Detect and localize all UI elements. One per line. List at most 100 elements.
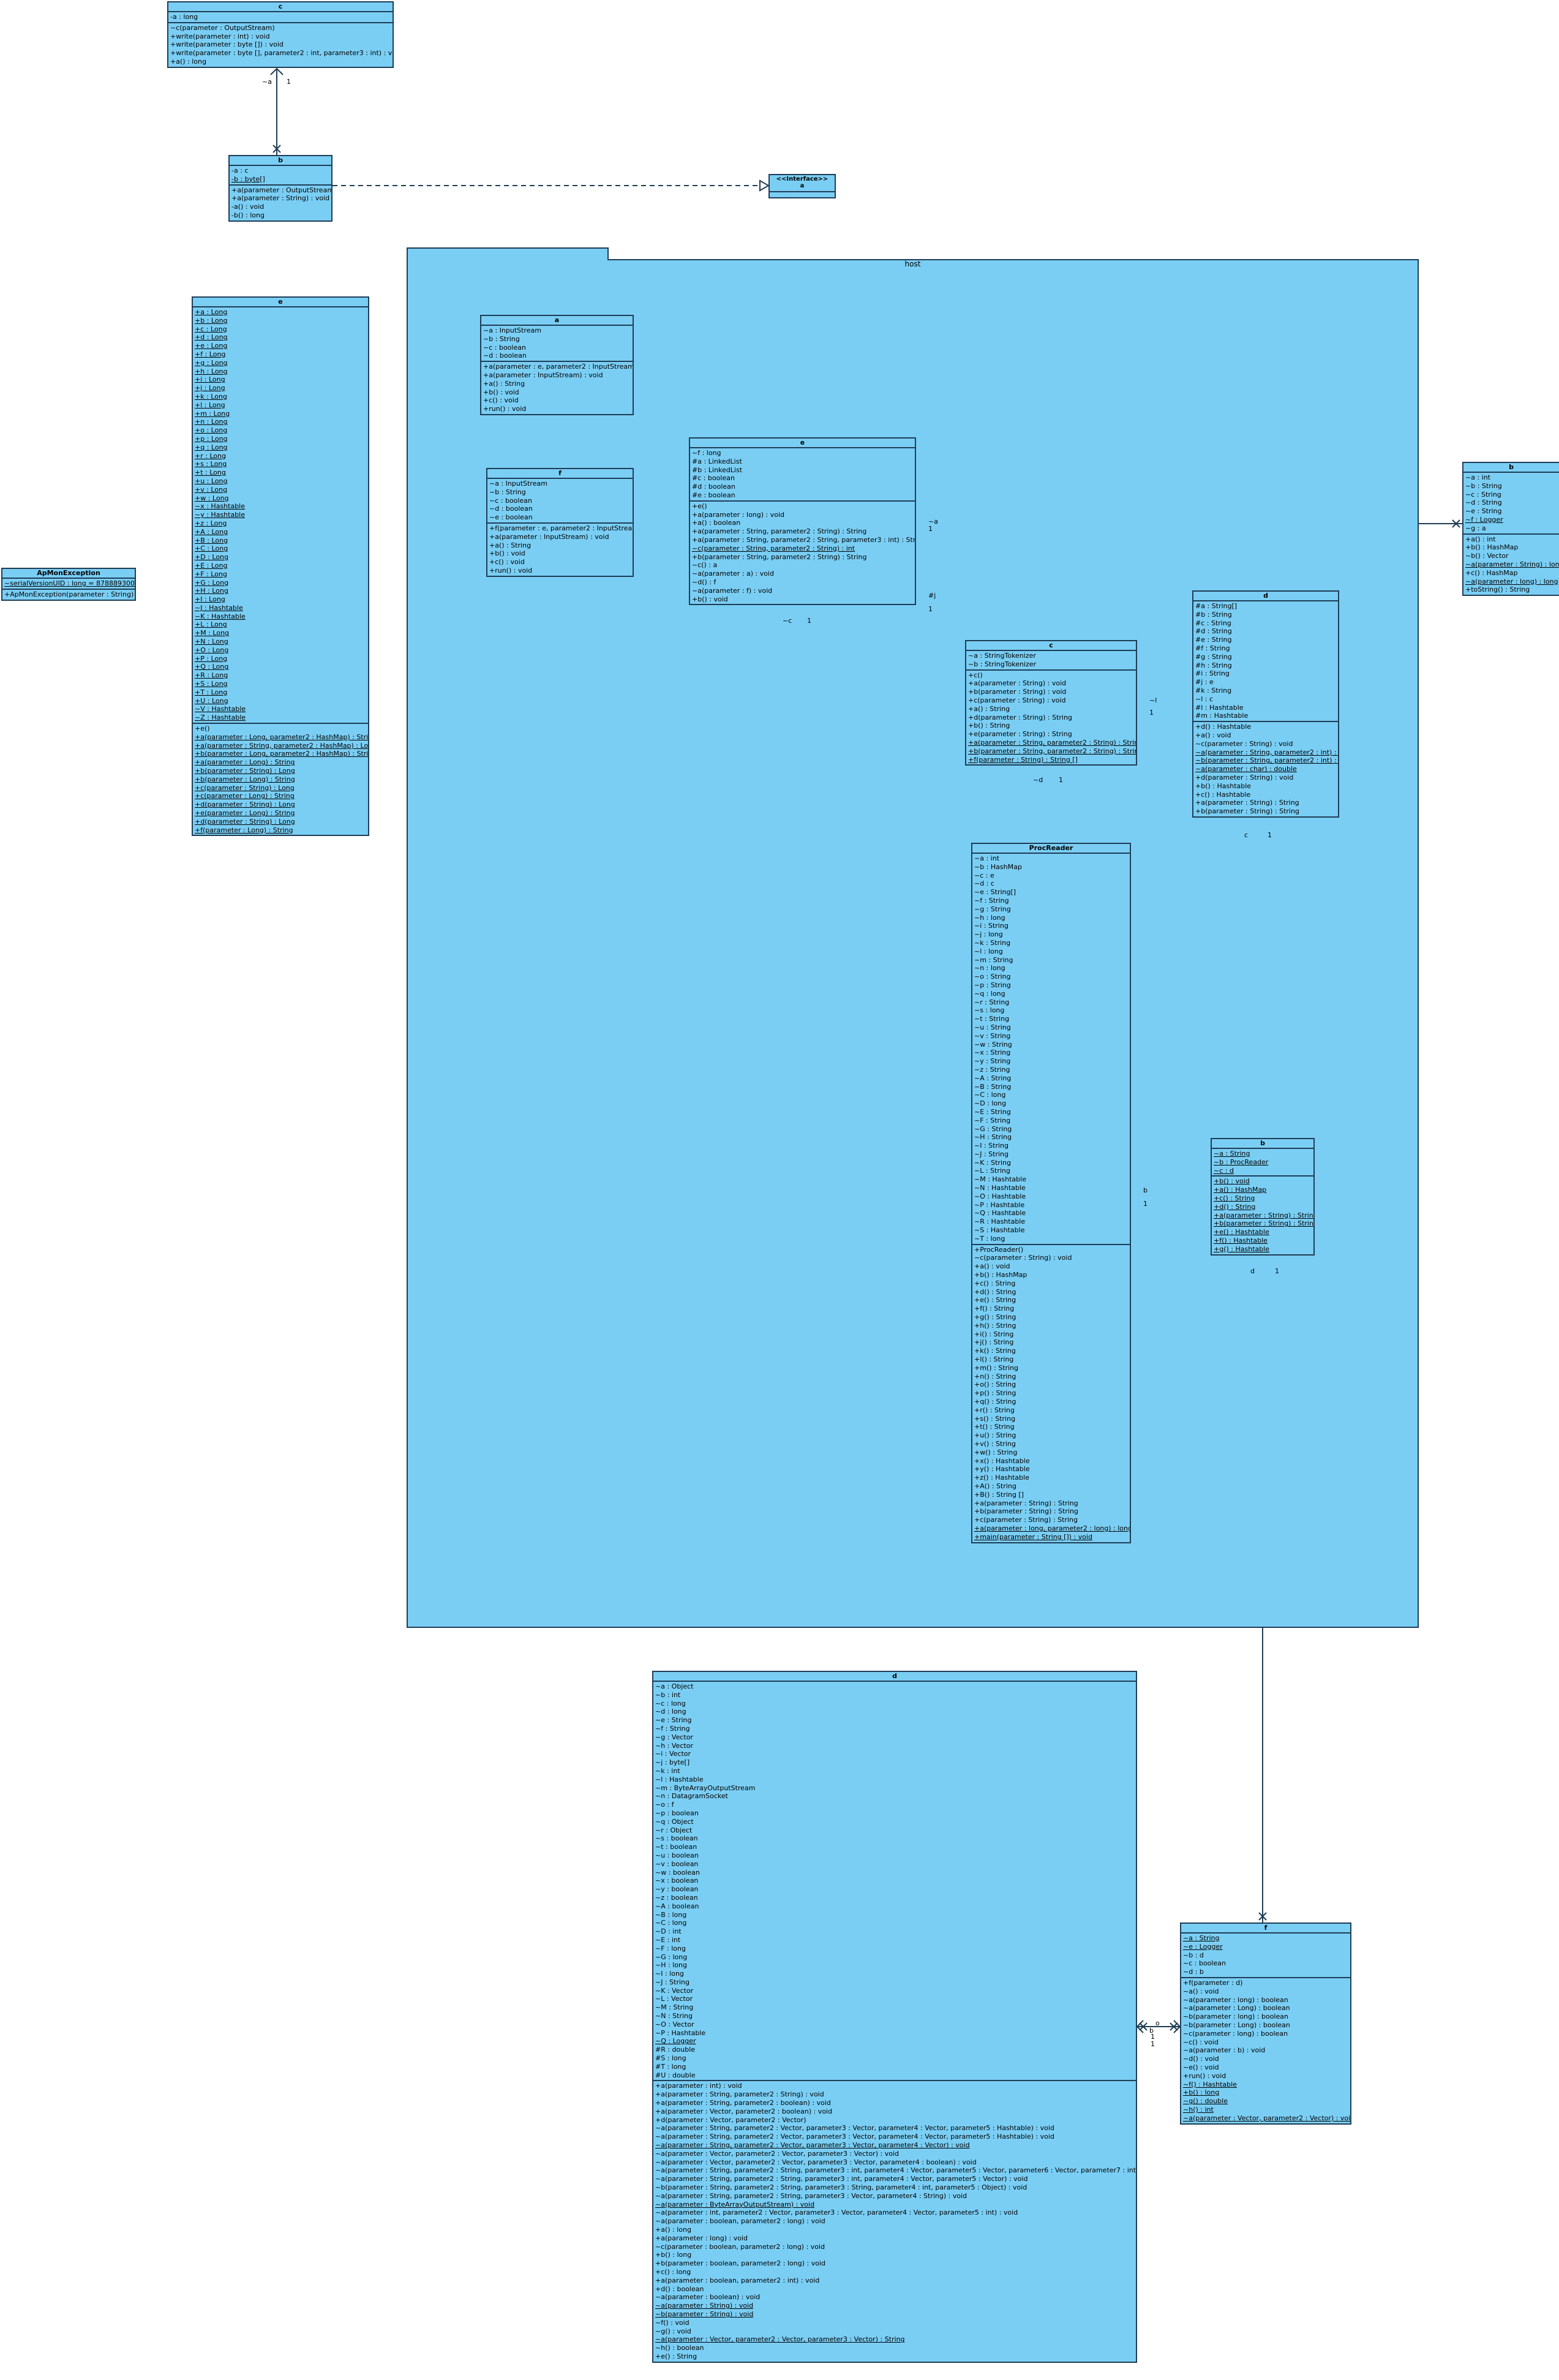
attribute: ~r : String xyxy=(974,998,1010,1006)
attribute: +A : Long xyxy=(195,527,228,536)
attribute: ~e : String xyxy=(655,1716,692,1725)
method: +r() : String xyxy=(974,1406,1015,1414)
attributes-section: ~serialVersionUID : long = 878889300 xyxy=(2,579,135,590)
attribute: ~s : boolean xyxy=(655,1834,698,1843)
class-d_mid[interactable]: d#a : String[]#b : String#c : String#d :… xyxy=(1192,590,1339,818)
class-b_top[interactable]: b-a : c-b : byte[] +a(parameter : OutputS… xyxy=(228,155,332,222)
method: +a(parameter : String) : String xyxy=(1214,1211,1315,1219)
class-b_right[interactable]: b~a : int~b : String~c : String~d : Stri… xyxy=(1462,462,1559,597)
method: ~c(parameter : boolean, parameter2 : lon… xyxy=(655,2242,825,2251)
attribute: +e : Long xyxy=(195,342,228,350)
method: ~b(parameter : String) : void xyxy=(655,2310,754,2318)
method: +b() : long xyxy=(1183,2088,1220,2097)
class-name: b xyxy=(230,156,331,166)
method: +d() : boolean xyxy=(655,2284,704,2293)
class-f_bottom[interactable]: f~a : String~e : Logger~b : d~c : boolea… xyxy=(1180,1922,1351,2125)
method: +a(parameter : long) : void xyxy=(692,510,785,519)
attribute: ~V : Hashtable xyxy=(195,705,246,714)
attribute: #c : String xyxy=(1195,619,1231,627)
attribute: ~p : boolean xyxy=(655,1809,699,1817)
class-e_pkg[interactable]: e~f : long#a : LinkedList#b : LinkedList… xyxy=(689,437,916,606)
attributes-section: ~a : InputStream~b : String~c : boolean~… xyxy=(487,479,633,524)
class-apmon[interactable]: ApMonException~serialVersionUID : long =… xyxy=(1,568,136,601)
attribute: ~c : e xyxy=(974,871,994,879)
attribute: ~f : Logger xyxy=(1465,515,1503,524)
class-name: f xyxy=(487,469,633,479)
method: +c() : Hashtable xyxy=(1195,790,1251,799)
attribute: ~J : Hashtable xyxy=(195,603,243,612)
attribute: ~g : String xyxy=(974,905,1011,913)
multiplicity-label: ~c xyxy=(783,617,792,625)
method: ~a(parameter : ByteArrayOutputStream) : … xyxy=(655,2200,815,2209)
attribute: #R : double xyxy=(655,2046,696,2054)
method: ~a(parameter : String) : long xyxy=(1465,560,1559,568)
method: +c() : String xyxy=(1214,1194,1255,1202)
class-b_mid[interactable]: b~a : String~b : ProcReader~c : d+b() : … xyxy=(1211,1138,1315,1256)
method: ~a(parameter : String, parameter2 : Stri… xyxy=(655,2191,967,2200)
class-c_mid[interactable]: c~a : StringTokenizer~b : StringTokenize… xyxy=(965,640,1137,766)
class-f_pkg[interactable]: f~a : InputStream~b : String~c : boolean… xyxy=(486,468,634,577)
method: ~a(parameter : char) : double xyxy=(1195,765,1297,774)
attribute: ~n : DatagramSocket xyxy=(655,1792,728,1801)
attribute: +R : Long xyxy=(195,671,228,680)
attribute: #c : boolean xyxy=(692,474,735,483)
attribute: +I : Long xyxy=(195,595,225,604)
multiplicity-label: b xyxy=(1143,1186,1148,1194)
method: +a() : int xyxy=(1465,535,1496,543)
attribute: +B : Long xyxy=(195,536,228,544)
method: ~b(parameter : String, parameter2 : Stri… xyxy=(655,2183,1027,2192)
attribute: ~F : long xyxy=(655,1944,686,1953)
attribute: ~B : String xyxy=(974,1082,1012,1091)
attribute: +d : Long xyxy=(195,333,228,342)
method: +b(parameter : String) : Long xyxy=(195,767,295,775)
attribute: +N : Long xyxy=(195,638,228,646)
attribute: ~I : String xyxy=(974,1142,1009,1150)
multiplicity-label: 1 xyxy=(287,78,291,86)
realization-arrowhead xyxy=(759,179,770,192)
method: +run() : void xyxy=(483,405,527,413)
method: ~f() : Hashtable xyxy=(1183,2080,1237,2088)
attribute: +c : Long xyxy=(195,325,227,333)
method: ~a() : void xyxy=(1183,1987,1219,1995)
attribute: +i : Long xyxy=(195,375,225,384)
attribute: ~J : String xyxy=(655,1978,689,1986)
method: +e() xyxy=(195,725,210,733)
attributes-section: ~a : int~b : HashMap~c : e~d : c~e : Str… xyxy=(972,854,1130,1245)
method: +a(parameter : OutputStream) xyxy=(231,186,332,194)
class-c_top[interactable]: c-a : long~c(parameter : OutputStream)+w… xyxy=(167,1,394,68)
method: +toString() : String xyxy=(1465,586,1530,594)
attribute: ~z : String xyxy=(974,1065,1010,1074)
method: +m() : String xyxy=(974,1363,1019,1372)
class-name: b xyxy=(1212,1139,1313,1149)
method: +a(parameter : InputStream) : void xyxy=(489,532,609,541)
method: +a(parameter : Long) : String xyxy=(195,758,295,767)
attribute: ~c : boolean xyxy=(483,343,526,352)
attribute: #h : String xyxy=(1195,661,1232,669)
method: +c() : void xyxy=(489,558,525,567)
method: +k() : String xyxy=(974,1347,1016,1355)
class-e_left[interactable]: e+a : Long+b : Long+c : Long+d : Long+e … xyxy=(192,296,369,837)
method: +a(parameter : String, parameter2 : Stri… xyxy=(968,738,1137,747)
method: +f(parameter : String) : String [] xyxy=(968,755,1078,764)
class-iface_a[interactable]: <<Interface>> a xyxy=(768,174,836,198)
method: +a() : String xyxy=(483,379,525,388)
attribute: ~I : long xyxy=(655,1970,684,1978)
method: +b() : void xyxy=(692,595,728,603)
method: ~a(parameter : Vector, parameter2 : Vect… xyxy=(1183,2114,1351,2122)
class-d_bottom[interactable]: d~a : Object~b : int~c : long~d : long~e… xyxy=(652,1671,1137,2363)
method: +l() : String xyxy=(974,1355,1014,1364)
attributes-section: ~f : long#a : LinkedList#b : LinkedList#… xyxy=(690,448,915,502)
method: +d(parameter : String) : Long xyxy=(195,817,295,826)
attribute: ~j : byte[] xyxy=(655,1758,690,1767)
attribute: +M : Long xyxy=(195,629,230,638)
attribute: ~P : Hashtable xyxy=(974,1200,1025,1209)
attribute: -b : byte[] xyxy=(231,175,265,183)
attribute: +w : Long xyxy=(195,494,229,502)
method: ~a(parameter : String) : void xyxy=(655,2302,754,2310)
class-a_pkg[interactable]: a~a : InputStream~b : String~c : boolean… xyxy=(480,315,634,415)
class-procreader[interactable]: ProcReader~a : int~b : HashMap~c : e~d :… xyxy=(971,843,1131,1543)
attribute: ~e : String xyxy=(1465,507,1502,516)
method: +b() : void xyxy=(483,388,519,396)
attribute: -a : c xyxy=(231,167,249,175)
attribute: ~s : long xyxy=(974,1006,1005,1015)
